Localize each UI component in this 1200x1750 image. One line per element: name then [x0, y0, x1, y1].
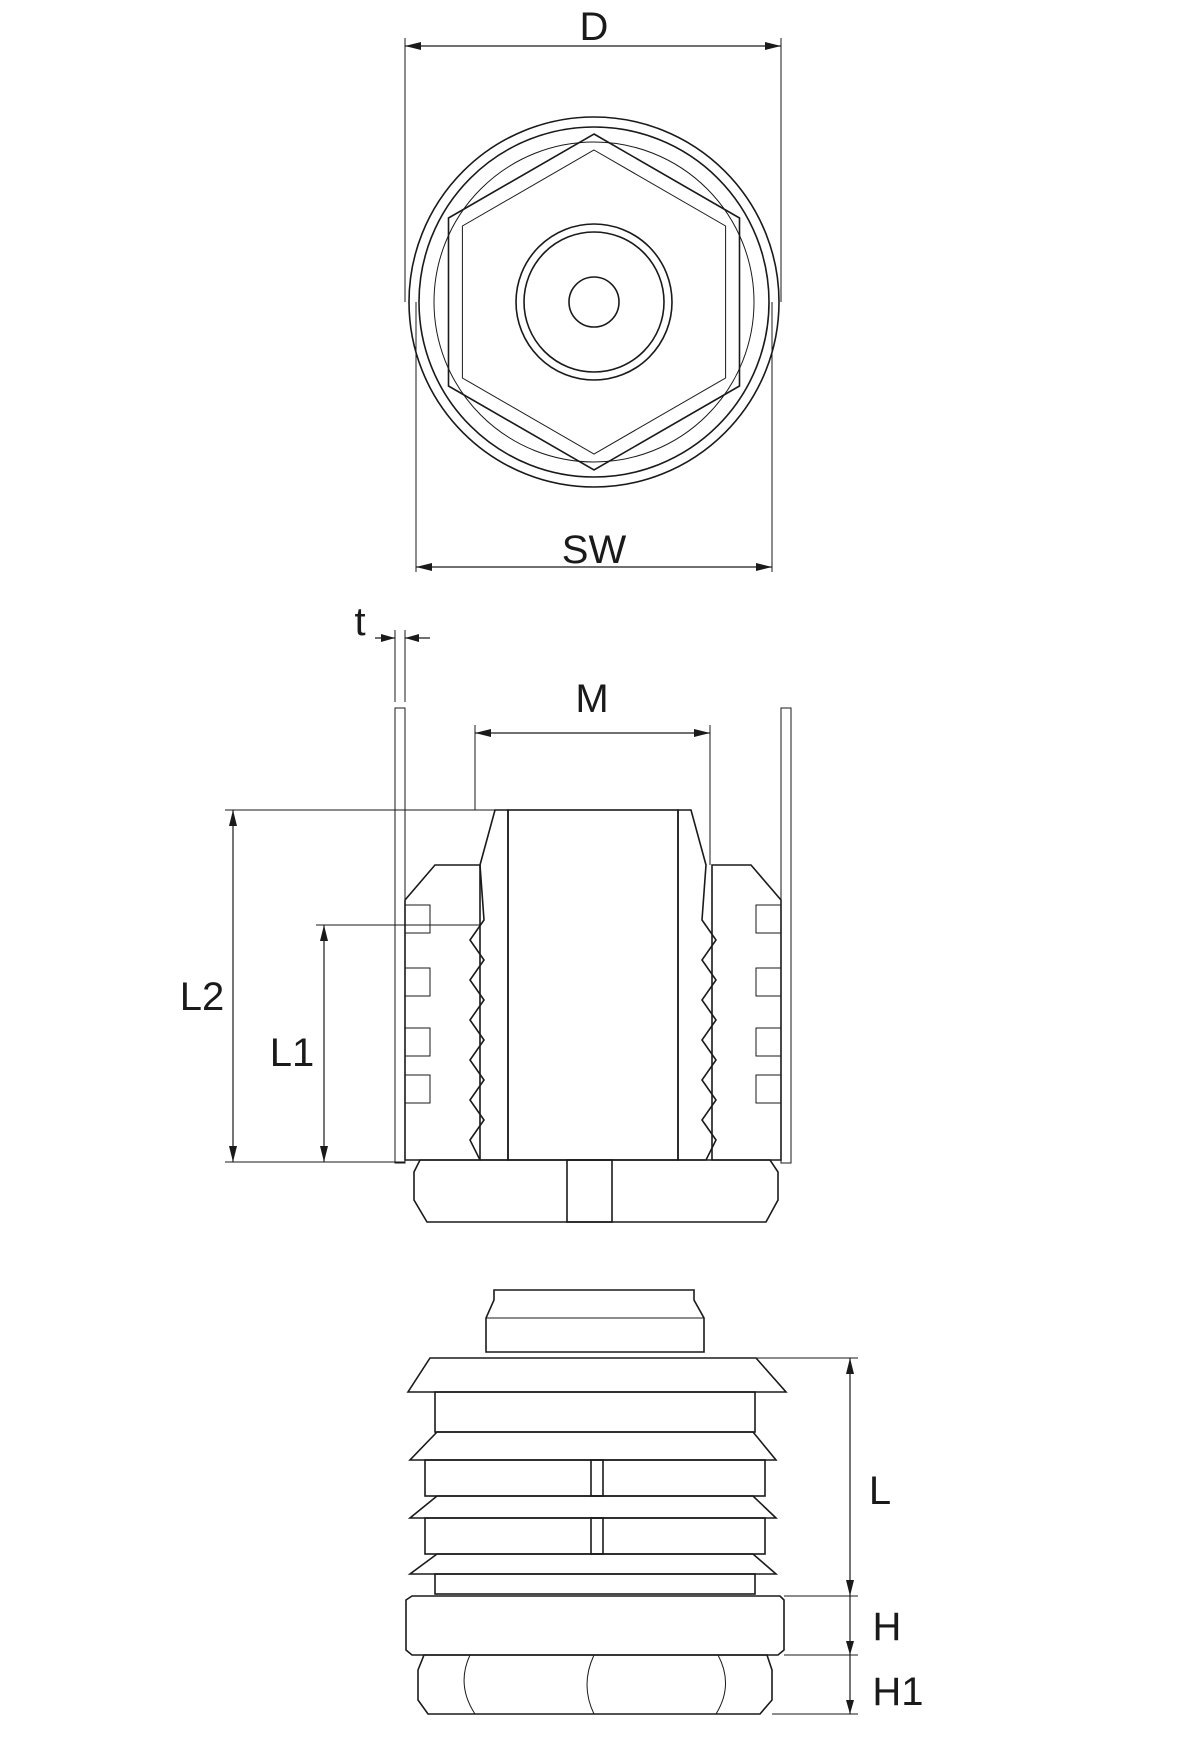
label-t: t — [354, 600, 365, 644]
threaded-insert-left — [469, 809, 509, 1161]
label-L1: L1 — [270, 1031, 315, 1075]
threaded-bore — [507, 809, 679, 1161]
body-section-2 — [424, 1517, 766, 1555]
rib-2 — [590, 1517, 604, 1555]
dimension-L1: L1 — [270, 924, 480, 1162]
dimension-H: H — [784, 1595, 902, 1655]
dimension-SW: SW — [415, 302, 773, 572]
fin-notches-left — [404, 904, 431, 1104]
label-H1: H1 — [872, 1670, 923, 1714]
label-L2: L2 — [180, 975, 225, 1019]
body-section-1 — [424, 1459, 766, 1497]
plug-body-right — [711, 864, 782, 1161]
outer-circle — [408, 116, 780, 488]
foot-center-insert — [566, 1159, 613, 1223]
insert-inner-circle — [523, 231, 665, 373]
hexagon-inner-outline — [461, 149, 727, 455]
label-D: D — [580, 5, 609, 49]
tube-wall-right — [780, 707, 792, 1164]
side-view: L H H1 — [405, 1289, 924, 1715]
center-hole-circle — [568, 276, 620, 328]
fin-2 — [407, 1495, 778, 1519]
neck — [434, 1391, 756, 1433]
dimension-M: M — [474, 677, 711, 865]
top-view: D SW — [404, 5, 782, 572]
body-section-3 — [434, 1573, 756, 1595]
label-SW: SW — [562, 528, 627, 572]
top-spigot — [485, 1289, 705, 1353]
dimension-L2: L2 — [180, 809, 495, 1163]
foot-band — [405, 1595, 785, 1656]
label-H: H — [873, 1605, 902, 1649]
top-flange — [406, 1357, 788, 1393]
rib-1 — [590, 1459, 604, 1497]
dimension-t: t — [354, 600, 430, 702]
insert-outer-circle — [515, 223, 673, 381]
tube-wall-left — [394, 707, 406, 1164]
fin-1 — [408, 1431, 778, 1461]
foot-lobes — [417, 1654, 773, 1715]
dimension-D: D — [404, 5, 782, 302]
label-L: L — [869, 1469, 891, 1513]
foot-base — [413, 1159, 779, 1223]
dimension-L: L — [756, 1357, 891, 1596]
hexagon-outline — [447, 133, 741, 471]
flange-circle — [418, 126, 770, 478]
label-M: M — [575, 677, 608, 721]
section-view: t M L2 L1 — [180, 600, 792, 1223]
fin-notches-right — [755, 904, 782, 1104]
plug-body-left — [404, 864, 481, 1161]
foot-lobe-lines — [463, 1654, 727, 1715]
inner-rim-circle — [433, 141, 755, 463]
fin-3 — [407, 1553, 779, 1575]
dimension-H1: H1 — [772, 1654, 924, 1715]
